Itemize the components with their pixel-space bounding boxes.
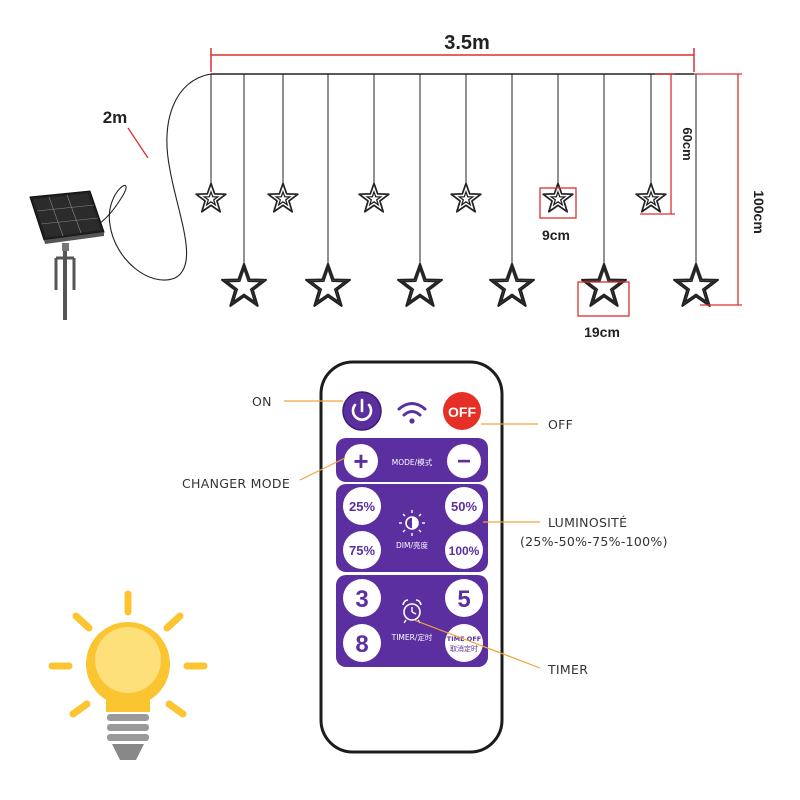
callout-on-label: ON: [252, 394, 272, 409]
big-star-dimension: 19cm: [577, 281, 630, 340]
time-off-button[interactable]: TIME OFF 取消定时: [445, 624, 483, 662]
width-label: 3.5m: [444, 32, 490, 54]
timer-3-label: 3: [355, 586, 368, 613]
minus-label: −: [457, 448, 471, 475]
mode-minus-button[interactable]: −: [447, 444, 481, 478]
big-star-label: 19cm: [584, 324, 620, 340]
off-button[interactable]: OFF: [443, 392, 481, 430]
callout-off-label: OFF: [548, 417, 573, 432]
star-curtain: [195, 74, 719, 307]
timer-8-button[interactable]: 8: [343, 624, 381, 662]
signal-icon: [397, 402, 427, 424]
small-star: [195, 182, 227, 213]
mode-plus-button[interactable]: +: [344, 444, 378, 478]
dim-100-button[interactable]: 100%: [445, 531, 483, 569]
plus-label: +: [353, 446, 368, 476]
small-star-dimension: 9cm: [539, 187, 577, 243]
off-button-label: OFF: [448, 404, 476, 420]
remote-control: OFF + MODE/模式 − 25% 50% 75% 100%: [319, 360, 504, 754]
callout-timer: TIMER: [413, 619, 588, 677]
long-drop-dimension: 100cm: [694, 73, 767, 306]
width-dimension: 3.5m: [210, 32, 695, 72]
callout-mode-label: CHANGER MODE: [182, 476, 290, 491]
solar-panel-icon: [29, 190, 105, 320]
small-star: [358, 182, 390, 213]
dim-75-button[interactable]: 75%: [343, 531, 381, 569]
small-star: [635, 182, 667, 213]
dim-50-label: 50%: [451, 499, 477, 514]
time-off-cn-label: 取消定时: [450, 644, 478, 653]
big-star: [673, 262, 719, 307]
big-star: [221, 262, 267, 307]
callout-luminosite-detail: (25%-50%-75%-100%): [520, 534, 668, 549]
short-drop-dimension: 60cm: [640, 73, 695, 215]
callout-luminosite: LUMINOSITÉ (25%-50%-75%-100%): [483, 515, 668, 549]
callout-luminosite-label: LUMINOSITÉ: [548, 515, 627, 530]
timer-3-button[interactable]: 3: [343, 579, 381, 617]
timer-8-label: 8: [355, 631, 368, 658]
small-star: [267, 182, 299, 213]
dim-25-button[interactable]: 25%: [343, 487, 381, 525]
short-drop-label: 60cm: [680, 127, 695, 160]
sun-icon: [399, 510, 425, 536]
timer-5-label: 5: [457, 586, 470, 613]
dim-50-button[interactable]: 50%: [445, 487, 483, 525]
big-star: [397, 262, 443, 307]
power-icon: [351, 403, 373, 421]
mode-label: MODE/模式: [392, 457, 433, 467]
big-star: [305, 262, 351, 307]
light-bulb-icon: [48, 590, 208, 760]
callout-off: OFF: [481, 417, 573, 432]
power-button[interactable]: [342, 391, 382, 431]
dim-25-label: 25%: [349, 499, 375, 514]
callout-on: ON: [252, 394, 343, 409]
small-star: [450, 182, 482, 213]
callout-mode: CHANGER MODE: [182, 457, 346, 491]
dim-label: DIM/亮度: [396, 540, 428, 550]
timer-label: TIMER/定时: [391, 632, 433, 642]
big-star: [581, 262, 627, 307]
solar-cable: 2m: [69, 73, 212, 281]
long-drop-label: 100cm: [751, 190, 767, 234]
dim-100-label: 100%: [449, 544, 480, 558]
cable-label: 2m: [103, 108, 128, 127]
dim-75-label: 75%: [349, 543, 375, 558]
timer-5-button[interactable]: 5: [445, 579, 483, 617]
small-star-label: 9cm: [542, 227, 570, 243]
callout-timer-label: TIMER: [547, 662, 588, 677]
big-star: [489, 262, 535, 307]
